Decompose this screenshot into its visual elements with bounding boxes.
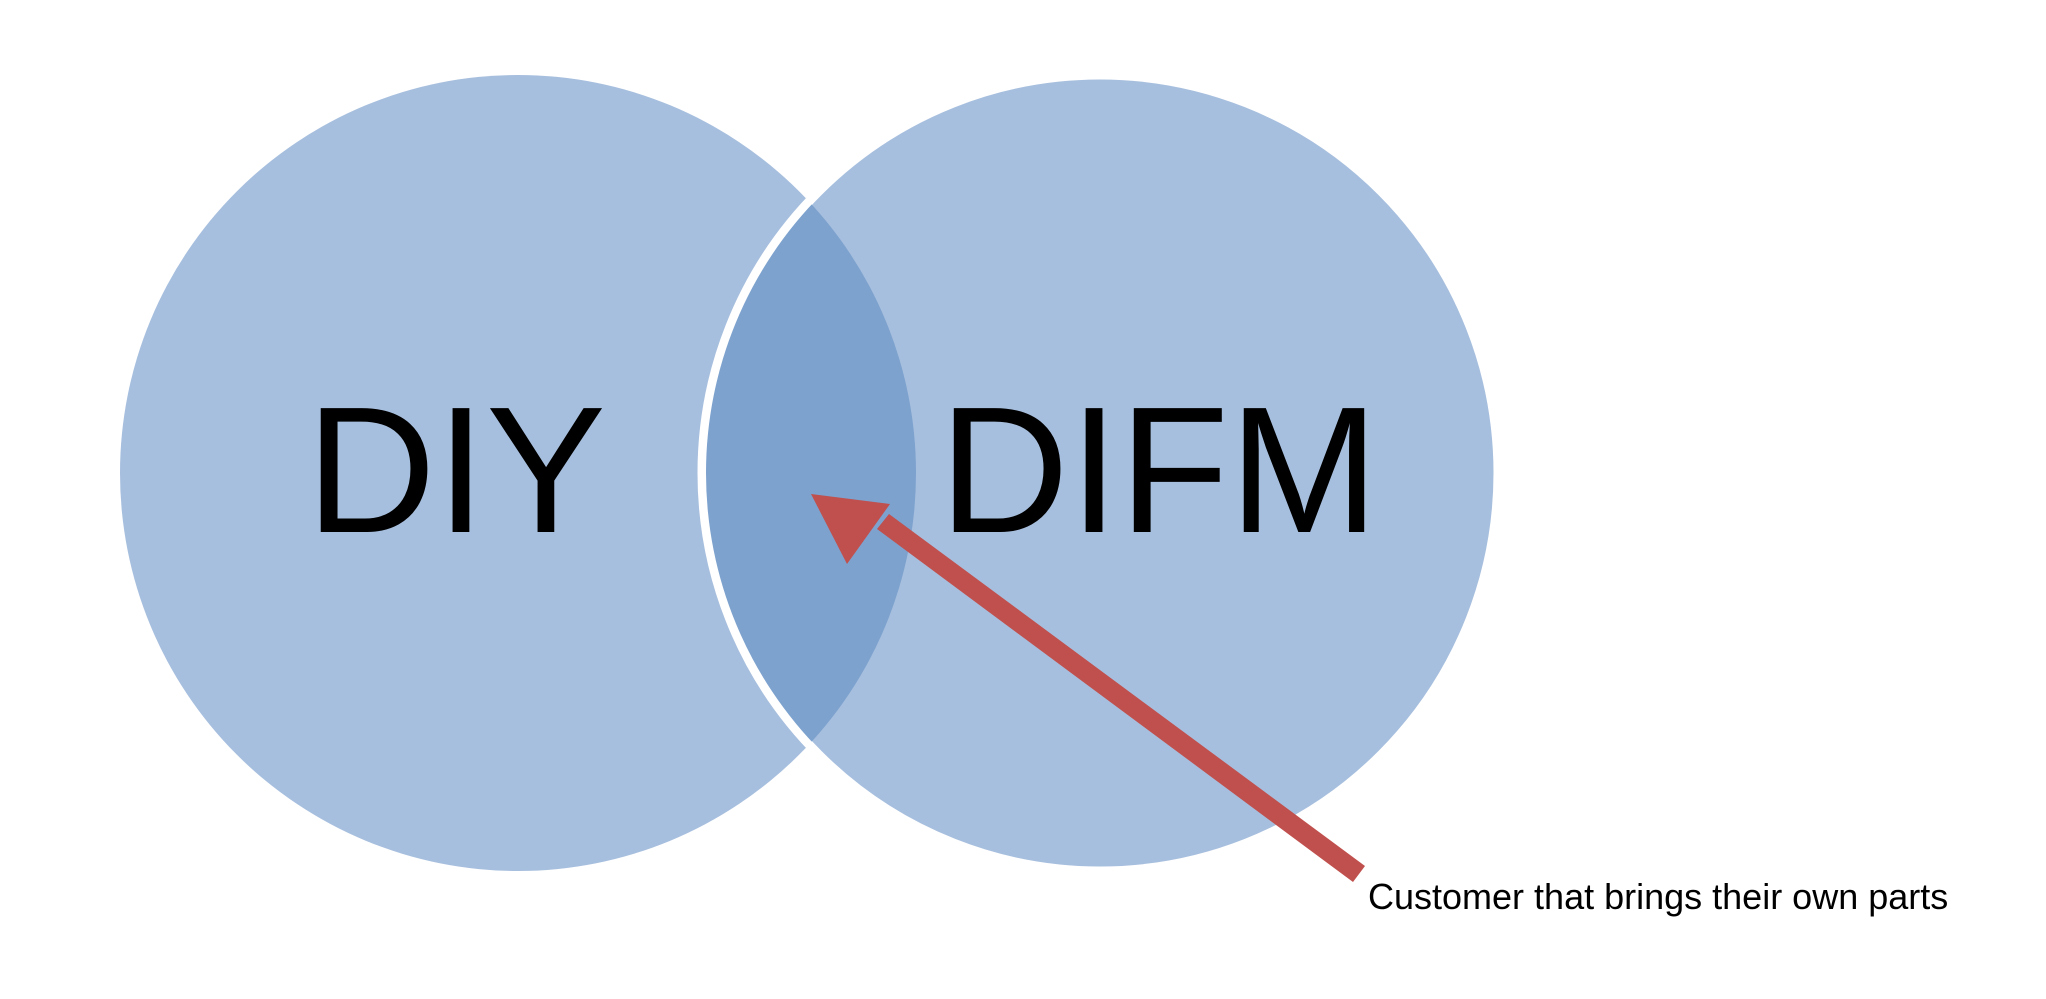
diy-label: DIY [306, 370, 606, 571]
callout-label: Customer that brings their own parts [1368, 876, 1948, 917]
difm-circle [697, 70, 1503, 876]
diy-circle [120, 75, 916, 871]
callout-arrow-shaft [877, 514, 1365, 882]
callout-arrow [811, 494, 1365, 882]
difm-label: DIFM [939, 370, 1379, 571]
callout-arrow-head [811, 494, 890, 564]
